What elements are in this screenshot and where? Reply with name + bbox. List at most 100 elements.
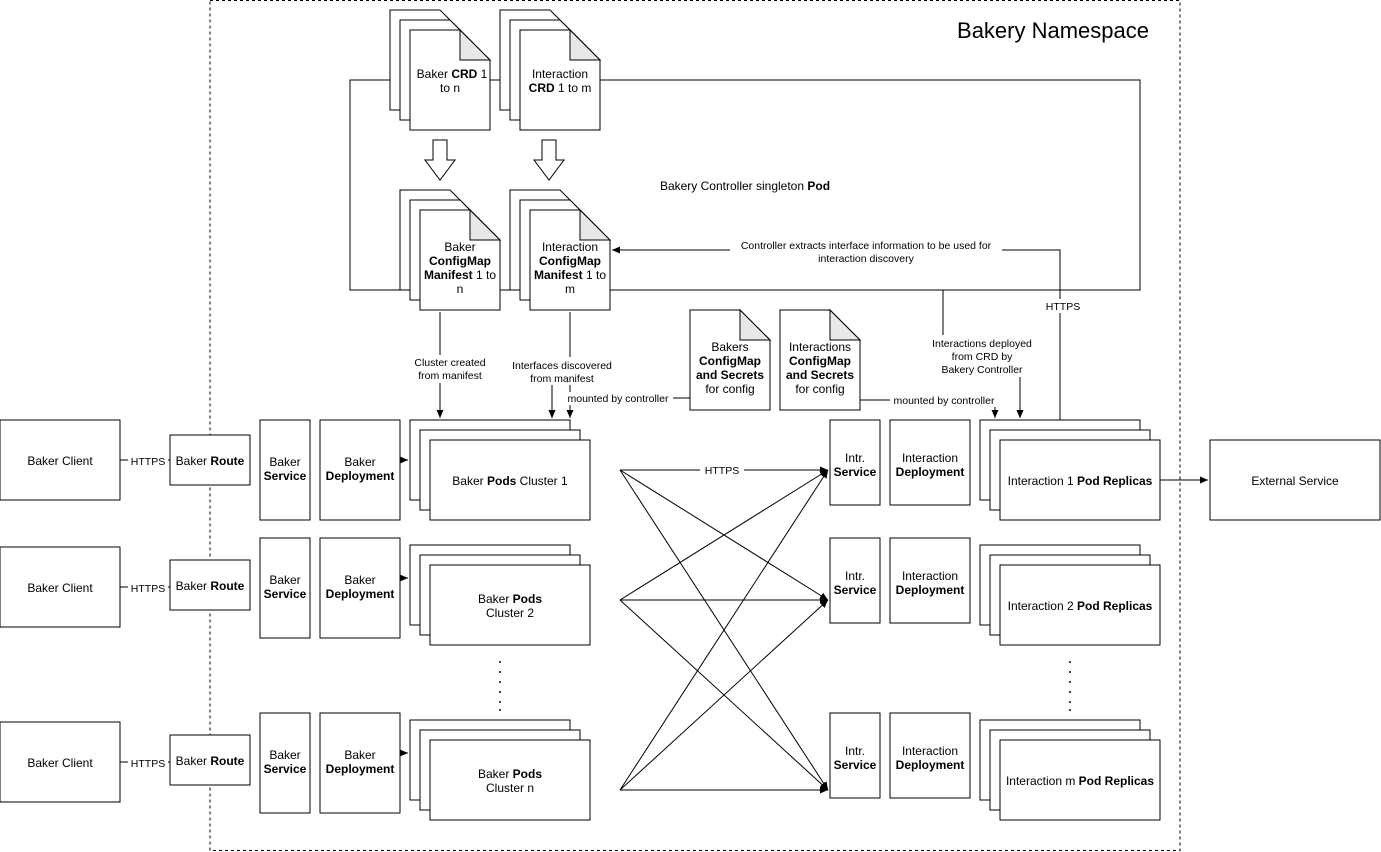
svg-text:ConfigMap: ConfigMap xyxy=(699,354,761,368)
interaction-pods-box xyxy=(999,439,1161,521)
svg-text:Baker Client: Baker Client xyxy=(27,454,93,468)
svg-text:Deployment: Deployment xyxy=(896,758,965,772)
svg-text:n: n xyxy=(457,282,464,296)
svg-text:Baker Client: Baker Client xyxy=(27,756,93,770)
svg-text:Service: Service xyxy=(264,762,307,776)
svg-text:Interactions: Interactions xyxy=(789,340,851,354)
baker-deployment-box xyxy=(319,419,401,521)
svg-text:Intr.: Intr. xyxy=(845,451,865,465)
svg-text:Baker: Baker xyxy=(444,240,475,254)
baker-pods-box xyxy=(429,439,591,521)
pod-call-2-1 xyxy=(619,469,829,601)
svg-text:Deployment: Deployment xyxy=(896,583,965,597)
svg-text:mounted by controller: mounted by controller xyxy=(568,393,669,405)
svg-text:Deployment: Deployment xyxy=(326,762,395,776)
svg-text:m: m xyxy=(565,282,575,296)
baker-pods-label: Baker Pods xyxy=(478,767,542,781)
baker-service-box xyxy=(259,419,311,521)
controller-pod-box xyxy=(349,79,1141,291)
external-service-label: External Service xyxy=(1251,474,1339,488)
intr-service-box xyxy=(829,419,881,506)
svg-text:for config: for config xyxy=(795,382,844,396)
baker-service-box xyxy=(259,712,311,814)
svg-text:HTTPS: HTTPS xyxy=(131,758,165,770)
namespace-title: Bakery Namespace xyxy=(957,18,1149,43)
crd-to-manifest-arrow-baker xyxy=(424,139,456,181)
svg-text:Cluster n: Cluster n xyxy=(486,781,534,795)
svg-text:Interaction: Interaction xyxy=(542,240,598,254)
interaction-pods-box xyxy=(999,564,1161,646)
interaction-manifest-stack: Interaction ConfigMap Manifest 1 to m xyxy=(509,189,612,311)
baker-route-box xyxy=(169,734,251,786)
svg-text:from CRD by: from CRD by xyxy=(952,351,1013,363)
svg-text:Interaction: Interaction xyxy=(532,67,588,81)
extract-interface-label: Controller extracts interface informatio… xyxy=(741,240,992,252)
svg-text:Baker: Baker xyxy=(344,455,375,469)
svg-text:mounted by controller: mounted by controller xyxy=(894,395,995,407)
baker-pods-box xyxy=(429,564,591,646)
svg-text:Cluster 2: Cluster 2 xyxy=(486,606,534,620)
svg-text:ConfigMap: ConfigMap xyxy=(539,254,601,268)
svg-text:ConfigMap: ConfigMap xyxy=(789,354,851,368)
intr-deployment-box xyxy=(889,419,971,506)
ellipsis-interaction xyxy=(1069,661,1071,711)
svg-text:Bakery Controller: Bakery Controller xyxy=(941,364,1023,376)
pod-call-3-1 xyxy=(619,469,829,791)
interaction-pods-label: Interaction m Pod Replicas xyxy=(1006,774,1154,788)
svg-text:Manifest 1 to: Manifest 1 to xyxy=(424,268,496,282)
svg-text:to n: to n xyxy=(440,81,460,95)
interactions-config-doc: Interactions ConfigMap and Secrets for c… xyxy=(779,308,862,411)
svg-text:from manifest: from manifest xyxy=(530,373,594,385)
https-pods-label: HTTPS xyxy=(705,465,739,477)
baker-pods-label: Baker Pods Cluster 1 xyxy=(452,474,568,488)
svg-text:Baker Client: Baker Client xyxy=(27,581,93,595)
baker-pods-label: Baker Pods xyxy=(478,592,542,606)
svg-text:Interfaces discovered: Interfaces discovered xyxy=(512,360,612,372)
baker-pods-box xyxy=(429,739,591,821)
svg-text:CRD 1 to m: CRD 1 to m xyxy=(529,81,592,95)
svg-text:interaction discovery: interaction discovery xyxy=(818,253,914,265)
svg-text:from manifest: from manifest xyxy=(418,370,482,382)
baker-deployment-box xyxy=(319,712,401,814)
svg-text:Baker: Baker xyxy=(269,748,300,762)
interaction-pods-box xyxy=(999,739,1161,821)
svg-text:Baker: Baker xyxy=(269,573,300,587)
svg-text:Interactions deployed: Interactions deployed xyxy=(932,338,1032,350)
svg-text:Deployment: Deployment xyxy=(326,469,395,483)
interaction-pods-label: Interaction 1 Pod Replicas xyxy=(1008,474,1153,488)
interaction-crd-stack: Interaction CRD 1 to m xyxy=(499,9,602,131)
svg-text:Service: Service xyxy=(834,583,877,597)
baker-client-box xyxy=(0,419,121,501)
baker-crd-stack: Baker CRD 1 to n xyxy=(389,9,492,131)
svg-text:Deployment: Deployment xyxy=(896,465,965,479)
svg-text:Service: Service xyxy=(264,469,307,483)
svg-text:for config: for config xyxy=(705,382,754,396)
svg-text:Manifest 1 to: Manifest 1 to xyxy=(534,268,606,282)
svg-text:HTTPS: HTTPS xyxy=(131,456,165,468)
bakers-config-doc: Bakers ConfigMap and Secrets for config xyxy=(689,308,772,411)
external-service-box xyxy=(1209,439,1381,521)
svg-text:and Secrets: and Secrets xyxy=(786,368,854,382)
svg-text:Interaction: Interaction xyxy=(902,451,958,465)
svg-text:Service: Service xyxy=(264,587,307,601)
svg-text:ConfigMap: ConfigMap xyxy=(429,254,491,268)
baker-deployment-box xyxy=(319,537,401,639)
https-vertical-label: HTTPS xyxy=(1046,301,1080,313)
svg-text:Interaction: Interaction xyxy=(902,744,958,758)
svg-text:Cluster created: Cluster created xyxy=(414,357,485,369)
interaction-pods-label: Interaction 2 Pod Replicas xyxy=(1008,599,1153,613)
svg-text:Service: Service xyxy=(834,465,877,479)
pod-call-3-2 xyxy=(619,599,829,791)
svg-text:Intr.: Intr. xyxy=(845,744,865,758)
baker-client-box xyxy=(0,546,121,628)
intr-service-box xyxy=(829,712,881,799)
svg-text:HTTPS: HTTPS xyxy=(131,583,165,595)
baker-route-box xyxy=(169,434,251,486)
baker-route-label: Baker Route xyxy=(176,579,245,593)
svg-text:Deployment: Deployment xyxy=(326,587,395,601)
baker-manifest-stack: Baker ConfigMap Manifest 1 to n xyxy=(399,189,502,311)
